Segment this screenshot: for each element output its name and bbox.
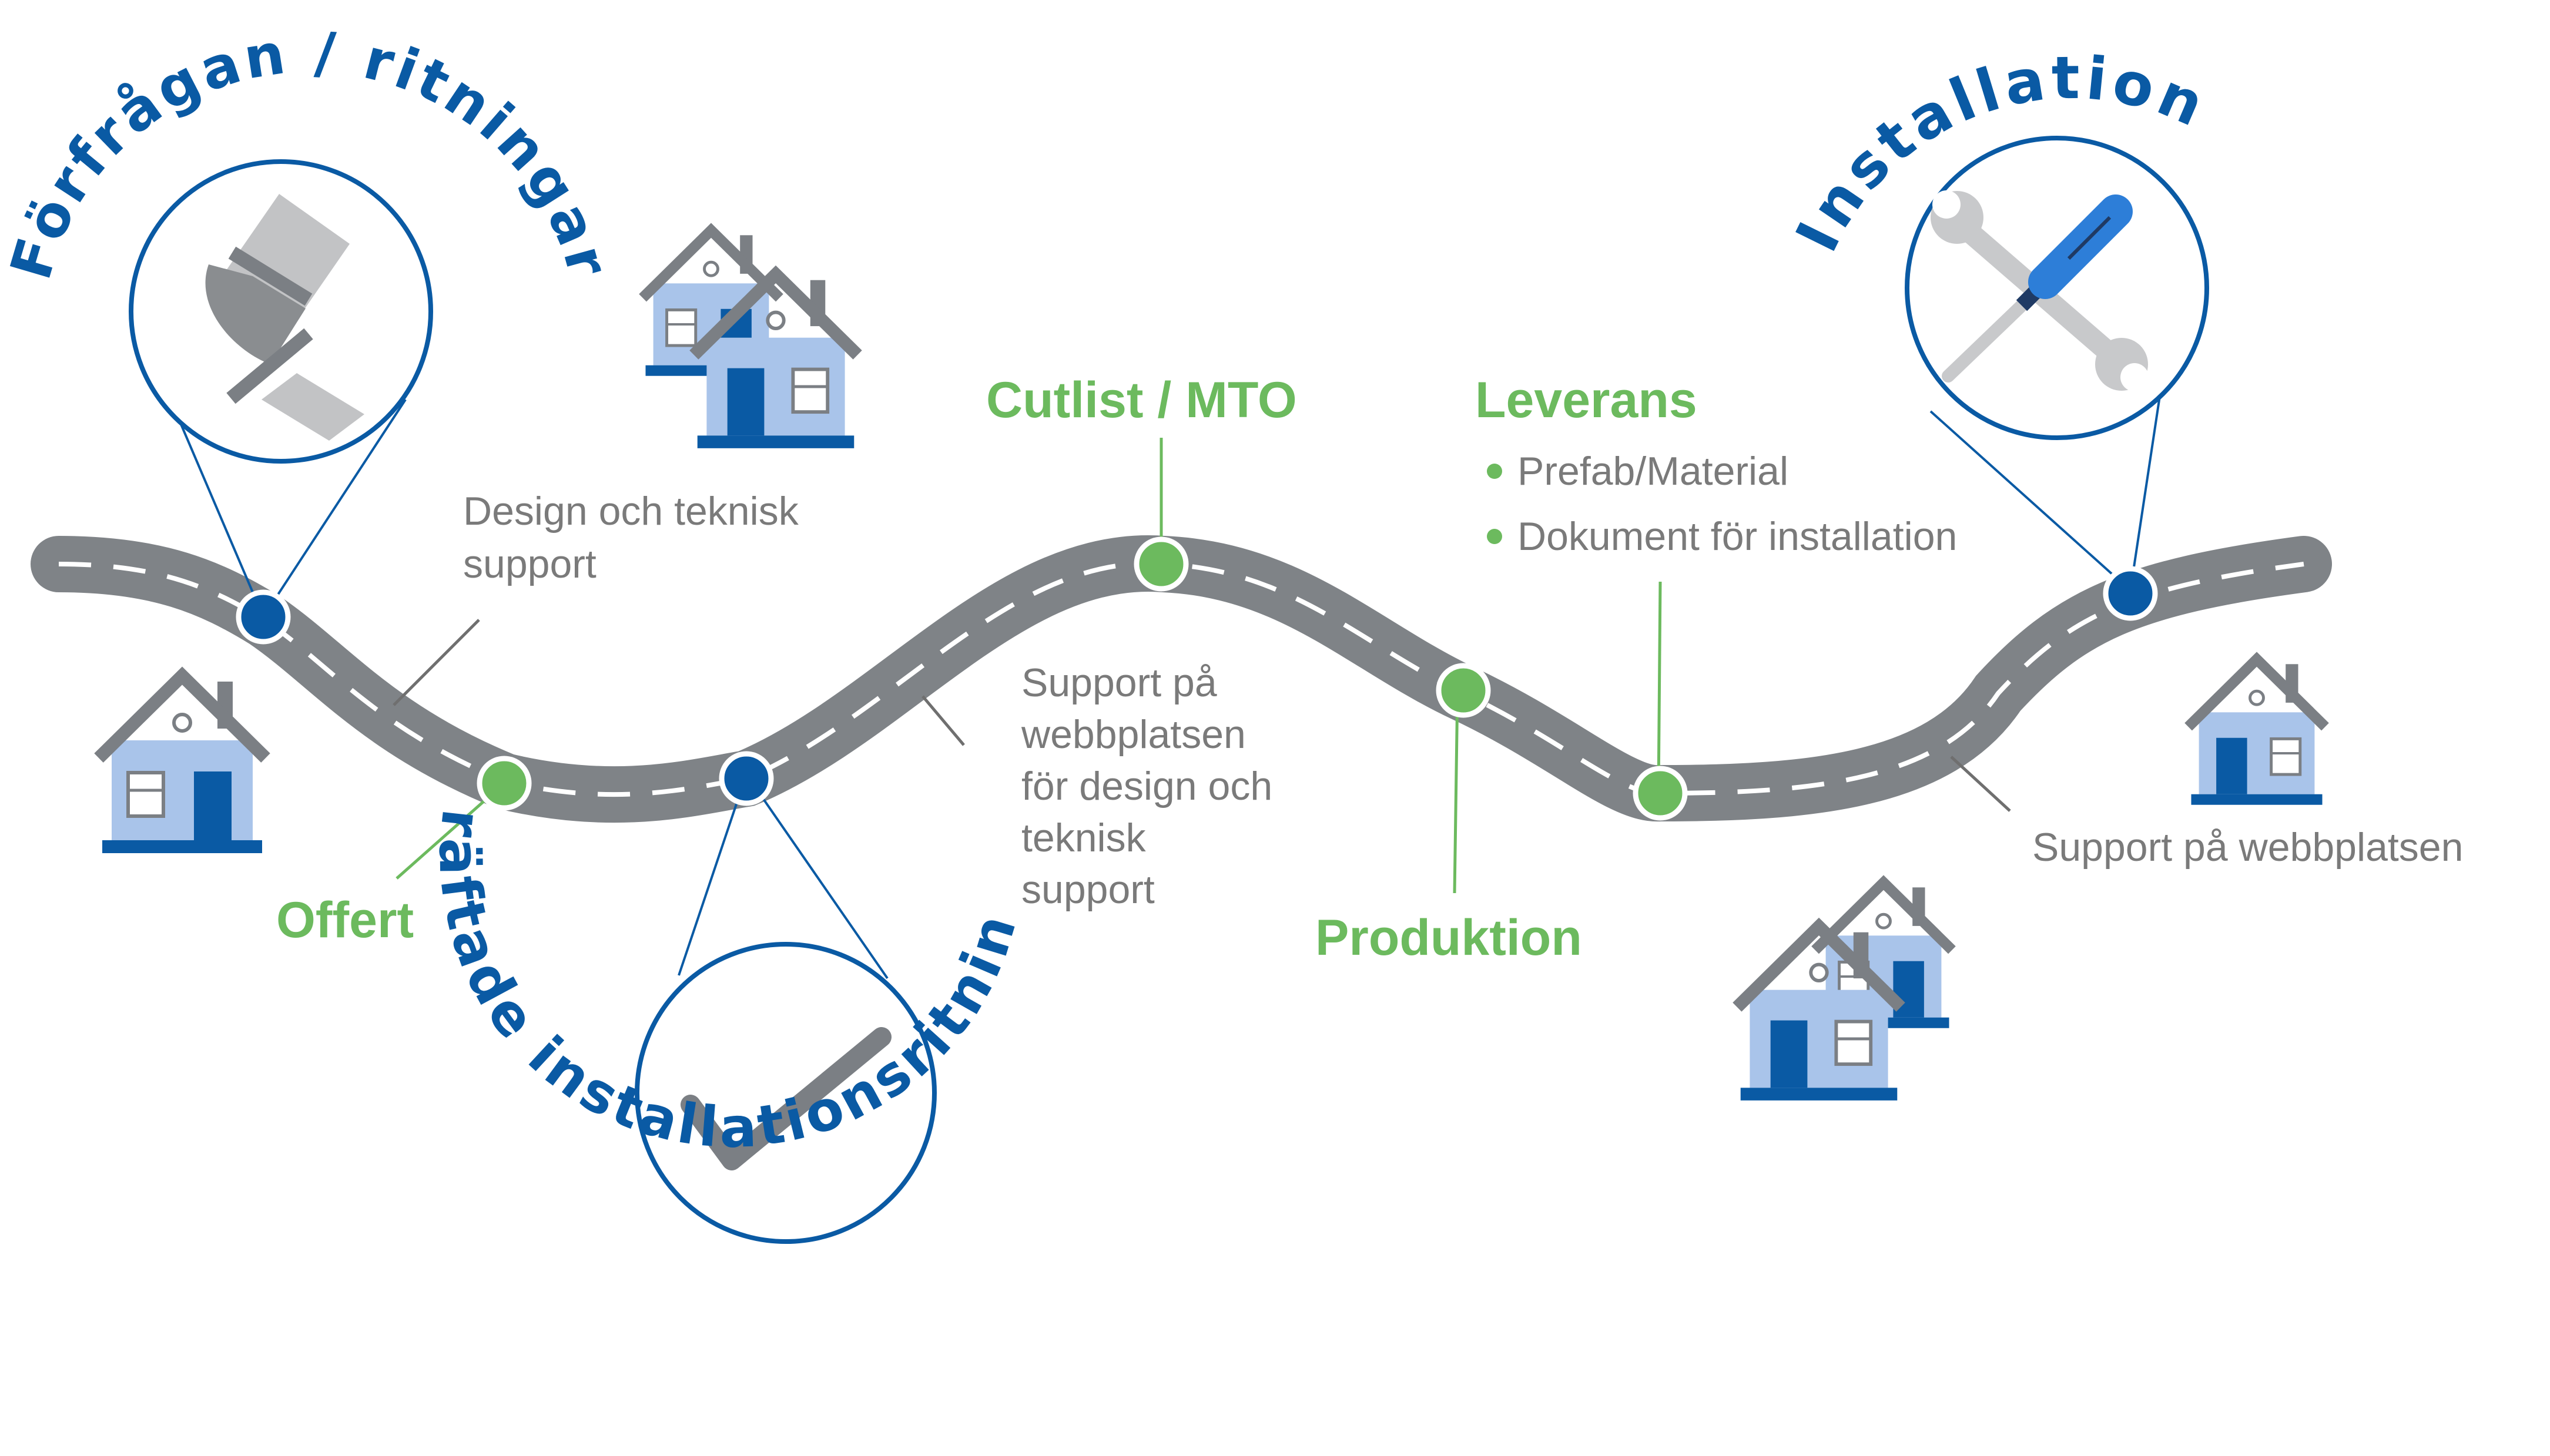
milestone-dot-confirmed[interactable] (719, 751, 774, 806)
note-design-support: Design och teknisk support (463, 489, 810, 586)
leader-leverans (1657, 581, 1662, 794)
house-icon (99, 676, 266, 853)
milestone-dot-installation[interactable] (2103, 566, 2158, 621)
leader-design-support (393, 619, 480, 706)
leverans-item: Prefab/Material (1517, 449, 1788, 494)
bullet-icon (1487, 529, 1502, 544)
leverans-item: Dokument för installation (1517, 514, 1957, 559)
milestone-dot-cutlist[interactable] (1134, 536, 1189, 592)
note-web-support: Support på webbplatsen (2032, 825, 2463, 870)
milestone-label-cutlist: Cutlist / MTO (986, 372, 1297, 428)
zoom-lines-request (169, 398, 407, 618)
milestone-label-leverans: Leverans (1475, 372, 1697, 428)
wrench-screwdriver-icon (1931, 190, 2149, 391)
milestone-dot-request[interactable] (236, 589, 291, 645)
pipe-elbow-icon (205, 194, 364, 441)
bullet-icon (1487, 464, 1502, 479)
note-onsite-support: Support på webbplatsen för design och te… (1021, 660, 1284, 912)
milestone-dot-leverans[interactable] (1633, 766, 1688, 821)
milestone-dot-offert[interactable] (477, 756, 532, 811)
milestone-label-produktion: Produktion (1315, 910, 1582, 966)
house-icon (2189, 659, 2326, 805)
milestone-label-offert: Offert (276, 892, 414, 948)
leader-produktion (1453, 690, 1459, 894)
zoom-lines-confirmed (678, 773, 889, 979)
leader-onsite-support (922, 695, 965, 746)
leader-web-support (1950, 756, 2011, 812)
confirmed-icon-circle (635, 942, 937, 1244)
checkmark-icon (681, 1027, 892, 1170)
milestone-dot-produktion[interactable] (1436, 663, 1491, 718)
